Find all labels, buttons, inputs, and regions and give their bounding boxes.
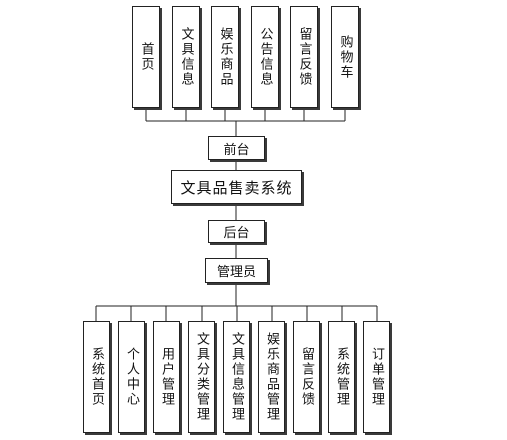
backend-module-entertainment-management: 娱乐商品管理 [258, 321, 285, 433]
backend-module-system-management: 系统管理 [328, 321, 355, 433]
frontend-module-stationery-info: 文具信息 [172, 6, 200, 108]
frontend-module-home: 首页 [132, 6, 160, 108]
backend-module-personal-center: 个人中心 [118, 321, 145, 433]
frontend-node: 前台 [208, 136, 265, 160]
backend-module-feedback: 留言反馈 [293, 321, 320, 433]
frontend-module-feedback: 留言反馈 [290, 6, 318, 108]
backend-module-category-management: 文具分类管理 [188, 321, 215, 433]
backend-module-user-management: 用户管理 [153, 321, 180, 433]
admin-role-node: 管理员 [205, 258, 268, 283]
system-root-node: 文具品售卖系统 [171, 170, 302, 204]
frontend-module-entertainment-goods: 娱乐商品 [211, 6, 239, 108]
backend-module-order-management: 订单管理 [363, 321, 390, 433]
frontend-module-announcements: 公告信息 [251, 6, 279, 108]
backend-module-stationery-management: 文具信息管理 [223, 321, 250, 433]
backend-module-system-home: 系统首页 [83, 321, 110, 433]
backend-node: 后台 [208, 220, 265, 243]
frontend-module-cart: 购物车 [331, 6, 359, 108]
